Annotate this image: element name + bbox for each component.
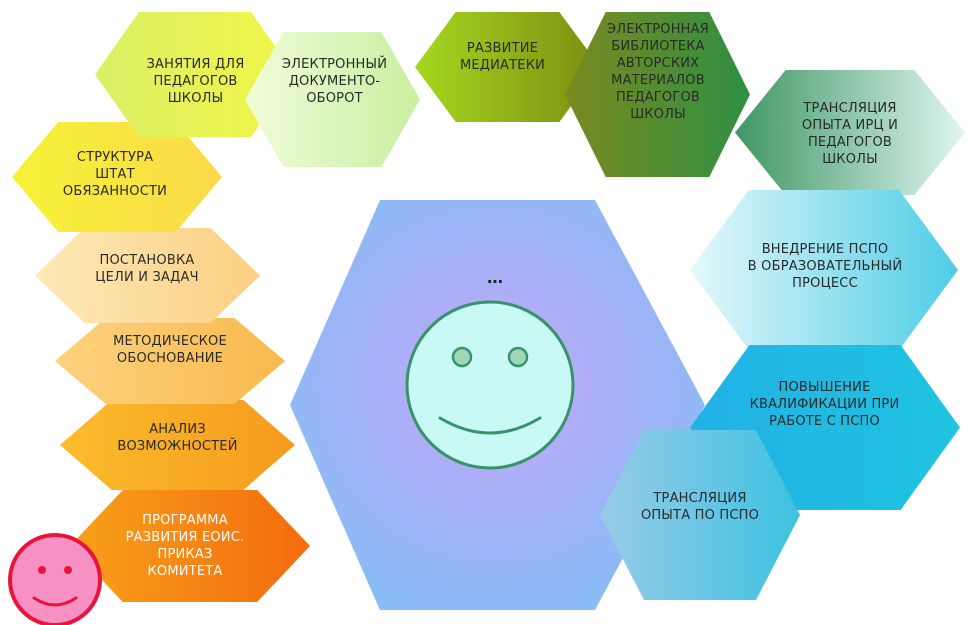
center-ellipsis: … <box>487 268 503 287</box>
step-label-goals: ПОСТАНОВКА ЦЕЛИ И ЗАДАЧ <box>95 253 199 285</box>
step-hexagon-method <box>55 318 285 404</box>
step-label-analysis: АНАЛИЗ ВОЗМОЖНОСТЕЙ <box>117 422 238 454</box>
step-hexagon-pspo <box>690 190 958 350</box>
step-label-irc: ТРАНСЛЯЦИЯ ОПЫТА ИРЦ И ПЕДАГОГОВ ШКОЛЫ <box>801 101 899 167</box>
step-label-lessons: ЗАНЯТИЯ ДЛЯ ПЕДАГОГОВ ШКОЛЫ <box>146 57 245 106</box>
step-label-method: МЕТОДИЧЕСКОЕ ОБОСНОВАНИЕ <box>113 334 227 366</box>
step-label-pspo: ВНЕДРЕНИЕ ПСПО В ОБРАЗОВАТЕЛЬНЫЙ ПРОЦЕСС <box>747 242 903 291</box>
step-hexagon-goals <box>35 228 260 323</box>
small-smiley-icon <box>8 533 102 625</box>
step-hexagon-program <box>70 490 310 602</box>
big-smiley-icon <box>405 300 575 470</box>
step-hexagon-media <box>415 12 600 122</box>
step-hexagon-edoc <box>245 32 420 167</box>
step-hexagon-library <box>565 12 750 177</box>
step-label-program: ПРОГРАММА РАЗВИТИЯ ЕОИС. ПРИКАЗ КОМИТЕТА <box>125 513 245 579</box>
step-hexagon-irc <box>735 70 965 195</box>
step-label-structure: СТРУКТУРА ШТАТ ОБЯЗАННОСТИ <box>62 150 168 199</box>
step-hexagon-analysis <box>60 400 295 490</box>
step-label-transl: ТРАНСЛЯЦИЯ ОПЫТА ПО ПСПО <box>640 491 760 523</box>
step-hexagon-lessons <box>95 12 295 137</box>
step-hexagon-transl <box>600 430 800 600</box>
step-hexagon-structure <box>12 122 222 232</box>
step-label-library: ЭЛЕКТРОННАЯ БИБЛИОТЕКА АВТОРСКИХ МАТЕРИА… <box>607 22 709 122</box>
step-label-qualif: ПОВЫШЕНИЕ КВАЛИФИКАЦИИ ПРИ РАБОТЕ С ПСПО <box>749 380 900 429</box>
step-label-media: РАЗВИТИЕ МЕДИАТЕКИ <box>459 41 546 73</box>
step-label-edoc: ЭЛЕКТРОННЫЙ ДОКУМЕНТО- ОБОРОТ <box>281 57 388 106</box>
